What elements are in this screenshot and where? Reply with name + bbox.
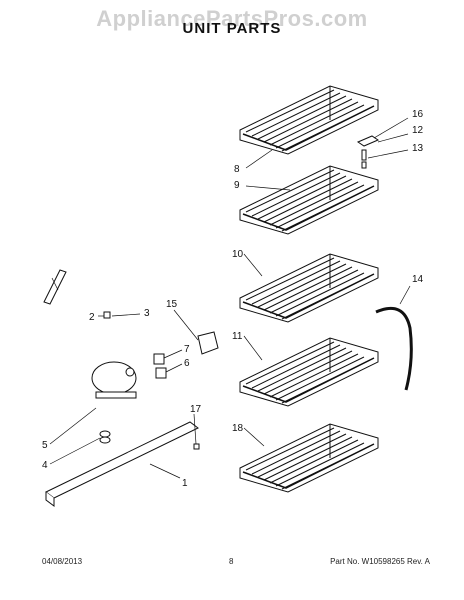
- callout-7: 7: [184, 344, 190, 355]
- site-watermark: AppliancePartsPros.com: [96, 6, 368, 31]
- callout-13: 13: [412, 143, 424, 154]
- page-title: UNIT PARTS: [182, 20, 282, 37]
- footer-date: 04/08/2013: [42, 557, 83, 566]
- callout-11: 11: [232, 331, 243, 342]
- callout-5: 5: [42, 440, 48, 451]
- callout-1: 1: [182, 478, 188, 489]
- callout-2: 2: [89, 312, 95, 323]
- footer-part-number: Part No. W10598265 Rev. A: [330, 557, 430, 566]
- evaporator-shelf-1: [239, 85, 379, 155]
- footer-page-number: 8: [229, 557, 234, 566]
- tube-part-14: [375, 307, 413, 391]
- screw-part-17: [193, 443, 200, 450]
- callout-17: 17: [190, 404, 202, 415]
- evaporator-shelf-2: [239, 165, 379, 235]
- callout-16: 16: [412, 109, 424, 120]
- compressor: [91, 361, 137, 399]
- grommet-part-4: [99, 430, 111, 444]
- callout-12: 12: [412, 125, 424, 136]
- evaporator-shelf-4: [239, 337, 379, 407]
- callout-9: 9: [234, 180, 240, 191]
- overload-part-7: [153, 353, 165, 365]
- base-plate-part-1: [45, 421, 199, 507]
- capacitor-part-6: [155, 367, 167, 379]
- relay-part-15: [197, 331, 219, 355]
- callout-10: 10: [232, 249, 244, 260]
- callout-4: 4: [42, 460, 48, 471]
- callout-8: 8: [234, 164, 240, 175]
- callout-18: 18: [232, 423, 244, 434]
- screw-part-2: [103, 311, 111, 319]
- drier-part: [43, 269, 67, 305]
- callout-6: 6: [184, 358, 190, 369]
- callout-14: 14: [412, 274, 424, 285]
- clip-part-16: [356, 135, 380, 147]
- leader-lines: [49, 117, 411, 479]
- evaporator-shelf-3: [239, 253, 379, 323]
- screw-part-13: [361, 149, 367, 169]
- evaporator-shelf-5: [239, 423, 379, 493]
- callout-15: 15: [166, 299, 178, 310]
- callout-3: 3: [144, 308, 150, 319]
